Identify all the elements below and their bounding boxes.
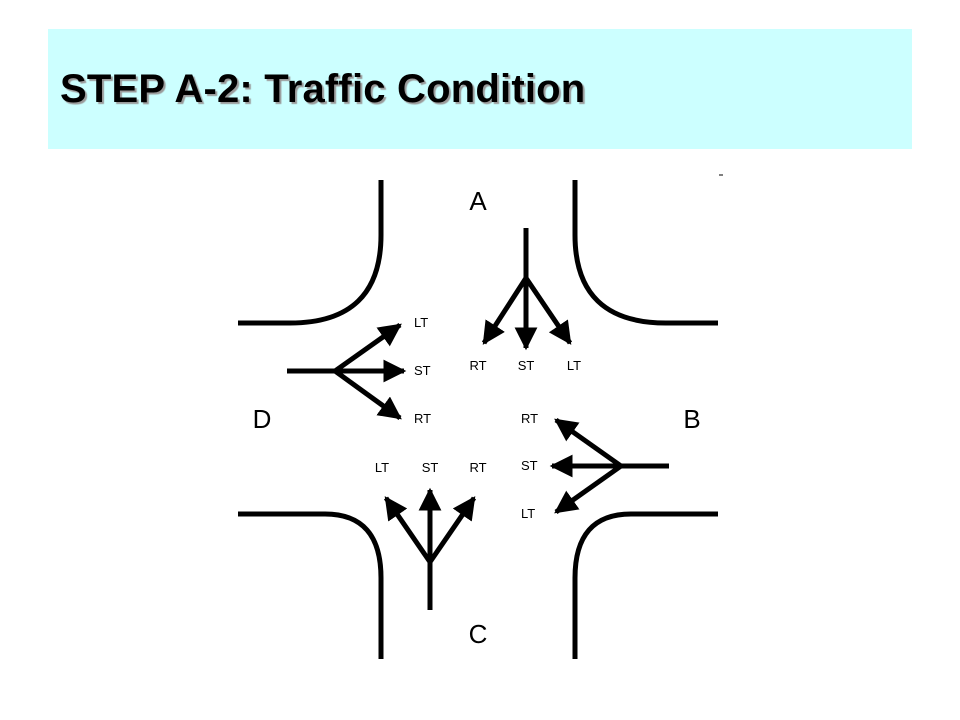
movement-label-a-rt: RT: [469, 358, 486, 373]
curb-southwest: [238, 511, 384, 659]
movement-label-b-lt: LT: [521, 506, 535, 521]
approach-c-right-arrow: [427, 496, 477, 564]
movement-label-c-lt: LT: [375, 460, 389, 475]
curb-northeast: [572, 180, 718, 326]
movement-label-b-st: ST: [521, 458, 538, 473]
movement-label-c-st: ST: [422, 460, 439, 475]
movement-label-d-rt: RT: [414, 411, 431, 426]
movement-label-c-rt: RT: [469, 460, 486, 475]
approach-c-left-arrow: [383, 496, 433, 564]
approach-label-d: D: [253, 404, 272, 434]
approach-label-b: B: [683, 404, 700, 434]
approach-a-left-arrow: [523, 276, 573, 345]
movement-label-d-lt: LT: [414, 315, 428, 330]
approach-b-arrows: [549, 417, 669, 515]
title-band: STEP A-2: Traffic Condition: [48, 29, 912, 149]
curb-southeast: [572, 511, 718, 659]
curb-northwest: [238, 180, 384, 326]
approach-d-right-arrow: [333, 368, 402, 421]
approach-b-left-arrow: [554, 463, 623, 515]
movement-label-b-rt: RT: [521, 411, 538, 426]
movement-label-a-st: ST: [518, 358, 535, 373]
approach-b-right-arrow: [554, 417, 623, 469]
movement-label-d-st: ST: [414, 363, 431, 378]
approach-d-left-arrow: [333, 322, 402, 374]
approach-label-a: A: [469, 186, 487, 216]
slide-title: STEP A-2: Traffic Condition: [60, 67, 586, 111]
movement-label-a-lt: LT: [567, 358, 581, 373]
approach-d-arrows: [287, 322, 407, 421]
approach-a-right-arrow: [481, 276, 529, 345]
approach-a-arrows: [481, 228, 573, 351]
approach-label-c: C: [469, 619, 488, 649]
approach-c-arrows: [383, 487, 477, 610]
